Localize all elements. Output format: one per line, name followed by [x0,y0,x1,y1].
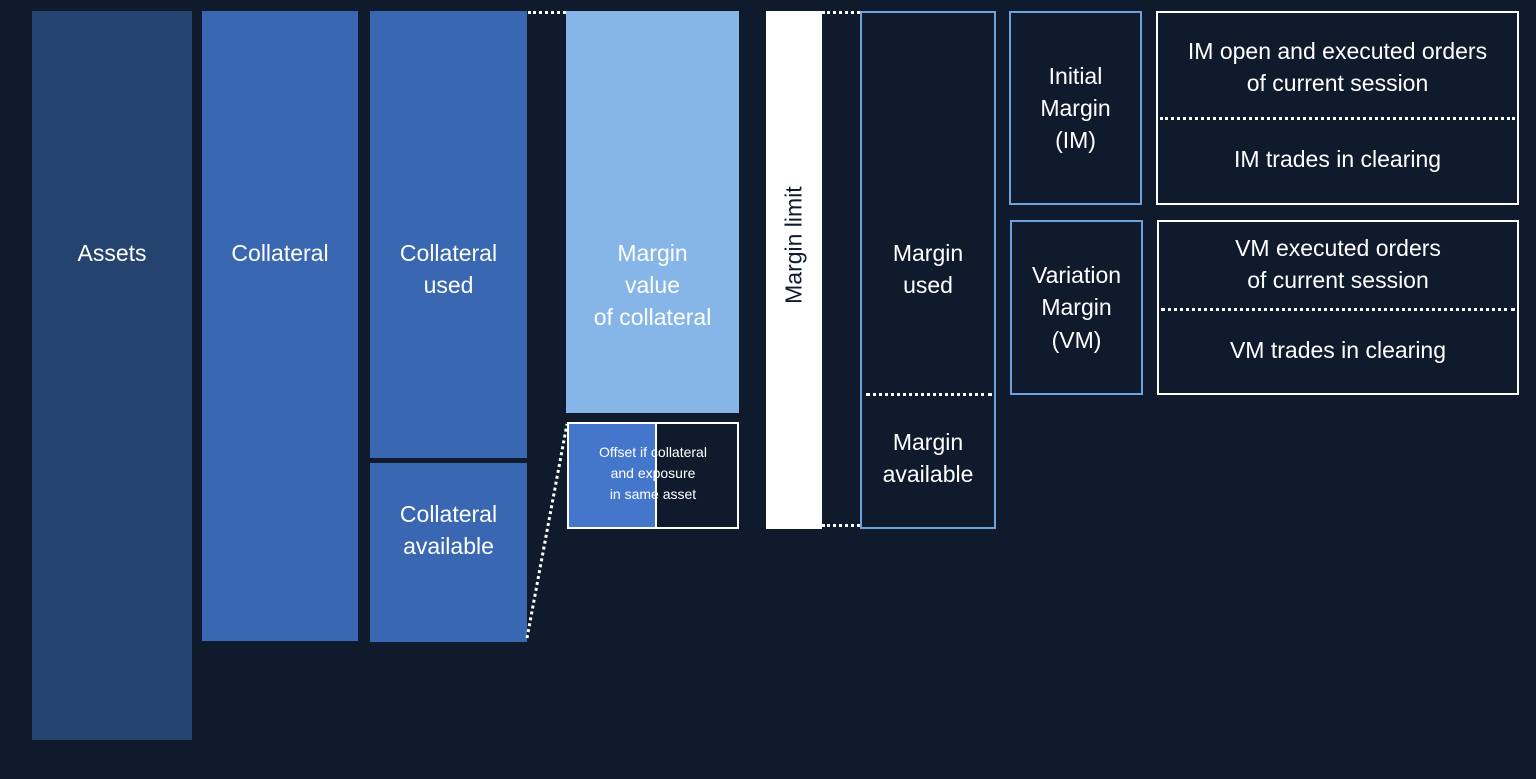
offset-label: Offset if collateral and exposure in sam… [599,444,707,502]
collateral-label: Collateral [231,240,329,266]
margin-limit-block: Margin limit [766,11,822,529]
collateral-block: Collateral [202,11,358,641]
assets-block: Assets [32,11,192,740]
assets-label: Assets [77,240,147,266]
initial-margin-label: Initial Margin (IM) [1040,62,1111,154]
variation-margin-label: Variation Margin (VM) [1031,262,1122,353]
collateral-available-block: Collateral available [370,463,527,642]
vm-trades-label: VM trades in clearing [1229,337,1447,363]
vm-executed-label: VM executed orders of current session [1235,235,1441,294]
connector-top-limit [822,11,860,14]
margin-available-label: Margin available [882,429,974,488]
margin-used-available-block: Margin used Margin available [860,11,996,529]
collateral-used-label: Collateral used [399,240,498,299]
offset-divider [655,424,657,527]
im-detail-block: IM open and executed orders of current s… [1156,11,1519,205]
margin-used-label: Margin used [892,240,964,299]
offset-block: Offset if collateral and exposure in sam… [567,422,739,529]
im-divider [1160,117,1515,120]
connector-top-collateral [528,11,566,14]
variation-margin-block: Variation Margin (VM) [1010,220,1143,395]
collateral-used-block: Collateral used [370,11,527,458]
im-trades-label: IM trades in clearing [1233,146,1442,172]
margin-divider [866,393,992,396]
offset-fill [569,424,655,527]
connector-bottom-limit [822,524,860,527]
collateral-available-label: Collateral available [399,501,498,560]
margin-value-block: Margin value of collateral [566,11,739,413]
im-open-label: IM open and executed orders of current s… [1187,38,1488,97]
margin-limit-label: Margin limit [780,186,807,304]
vm-divider [1161,308,1515,311]
initial-margin-block: Initial Margin (IM) [1009,11,1142,205]
vm-detail-block: VM executed orders of current session VM… [1157,220,1519,395]
margin-value-label: Margin value of collateral [593,240,712,331]
